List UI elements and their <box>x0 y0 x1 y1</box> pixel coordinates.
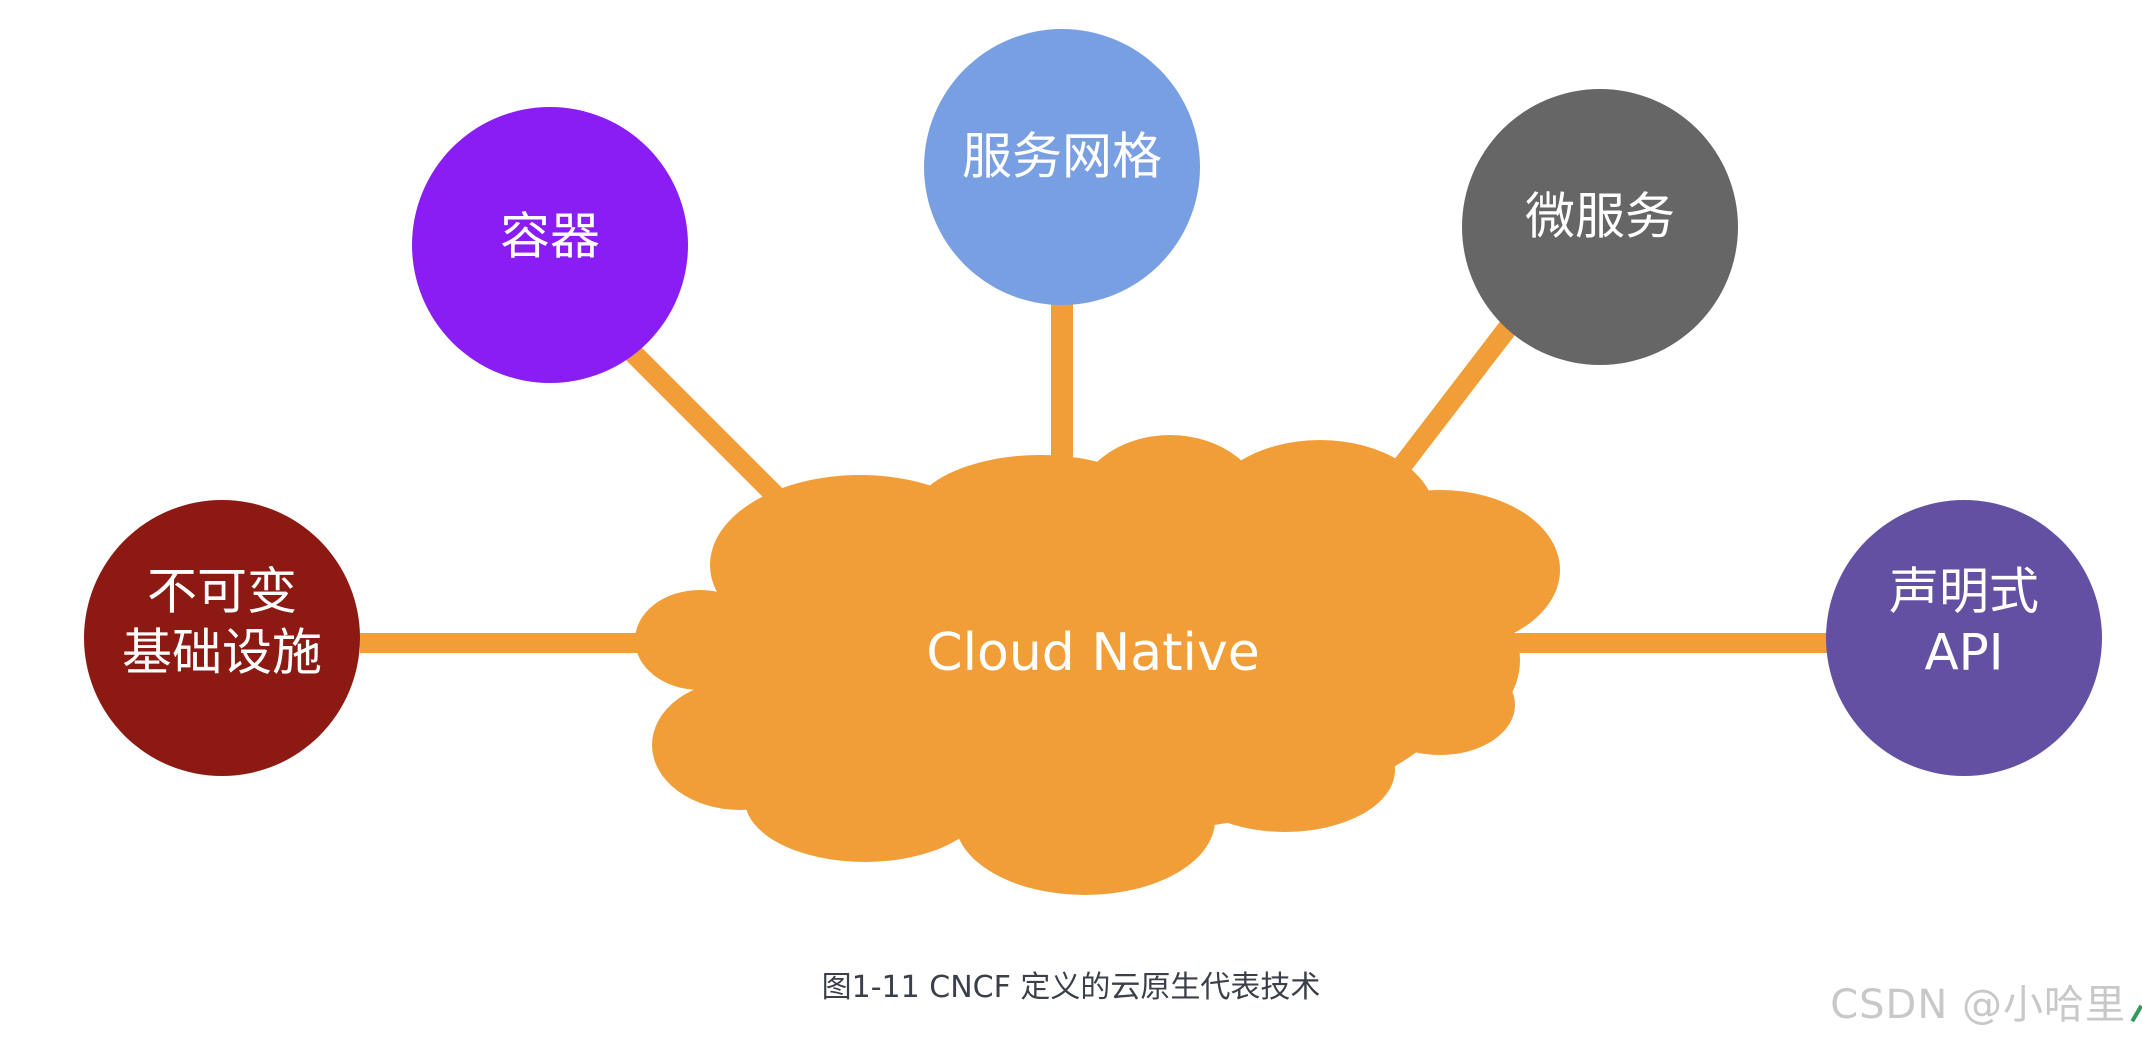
connector-containers <box>617 337 783 503</box>
node-circle <box>84 500 360 776</box>
figure-caption: 图1-11 CNCF 定义的云原生代表技术 <box>821 970 1321 1005</box>
node-label-line: 声明式 <box>1889 563 2039 621</box>
node-circle <box>1462 89 1738 365</box>
node-circle <box>412 107 688 383</box>
cloud-native-label: Cloud Native <box>926 623 1259 683</box>
node-label-line: 服务网格 <box>962 128 1162 186</box>
node-containers: 容器 <box>412 107 688 383</box>
node-circle <box>924 29 1200 305</box>
cloud-native-cloud: Cloud Native <box>635 435 1560 895</box>
connector-microservices <box>1387 318 1518 482</box>
node-immutable-infrastructure: 不可变 基础设施 <box>84 500 360 776</box>
node-label-line: 基础设施 <box>122 624 322 682</box>
node-service-mesh: 服务网格 <box>924 29 1200 305</box>
node-label-line: 微服务 <box>1525 188 1675 246</box>
node-label-line: 不可变 <box>147 563 297 621</box>
node-microservices: 微服务 <box>1462 89 1738 365</box>
node-label-line: 容器 <box>500 208 600 266</box>
node-declarative-api: 声明式 API <box>1826 500 2102 776</box>
node-label-line: API <box>1924 624 2003 682</box>
node-circle <box>1826 500 2102 776</box>
watermark: CSDN @小哈里 <box>1830 982 2126 1028</box>
connectors <box>360 295 1830 653</box>
